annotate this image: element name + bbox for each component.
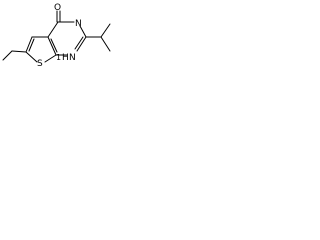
ethyl-bond-1	[2, 50, 13, 61]
thiophene-s-c7a-bond	[44, 54, 57, 63]
nitrogen-ring-atom-label: N	[75, 19, 82, 29]
fused-c3a-c7a-double-bond	[50, 38, 58, 53]
isopropyl-bond-3	[100, 36, 111, 52]
ethyl-bond-2	[11, 50, 27, 53]
molecule-canvas: O S N H 1 N	[0, 0, 127, 81]
sulfur-atom-label: S	[37, 59, 43, 69]
fused-c3a-c7a-bond	[47, 36, 57, 56]
chemical-structure-diagram: O S N H 1 N	[2, 3, 111, 69]
pyrimidine-c3a-c4-bond	[47, 21, 59, 38]
thiophene-c5-s-bond	[25, 51, 38, 63]
hydrogen-atom-label: H	[62, 53, 69, 63]
thiophene-c5-c4-bond	[25, 36, 33, 53]
isopropyl-bond-2	[100, 23, 111, 38]
hydrogen-count-label: 1	[56, 53, 61, 62]
pyrimidine-c2-n1-double-bond	[74, 36, 84, 50]
pyrimidine-c2-n1-bond	[76, 36, 87, 52]
oxygen-atom-label: O	[54, 3, 61, 13]
thiophene-c5-c4-double-bond	[28, 38, 35, 52]
nitrogen-h-atom-label: N	[69, 53, 76, 63]
pyrimidine-n3-c2-bond	[79, 25, 87, 38]
